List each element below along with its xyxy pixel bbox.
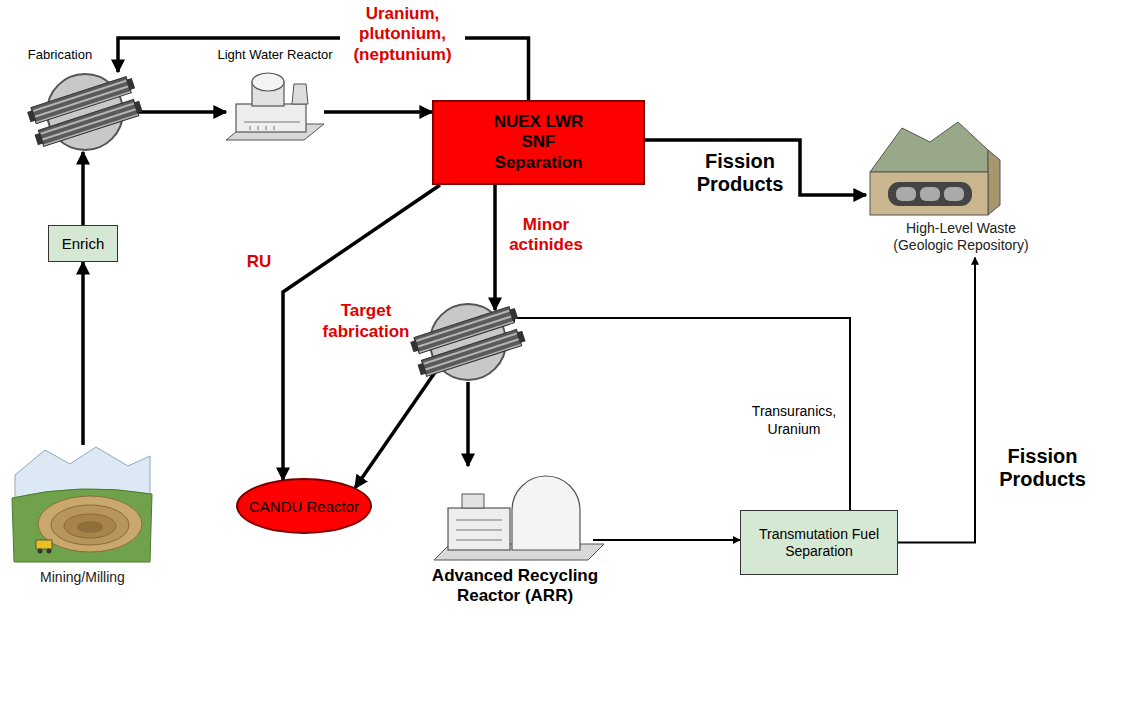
flow-arrow [355, 368, 438, 488]
flow-arrow [645, 140, 866, 195]
mine-icon [38, 496, 142, 552]
flow-arrow [508, 318, 850, 510]
reactor-icon [226, 73, 324, 140]
flow-arrow [283, 185, 440, 480]
repository-node: High-Level Waste (Geologic Repository) [866, 120, 1056, 258]
mine-icon [47, 549, 52, 554]
mine-icon [64, 514, 116, 538]
recycling-reactor-icon [456, 540, 502, 541]
recycling-reactor-icon [456, 530, 502, 531]
edge-label: Fission Products [690, 150, 790, 196]
mine-node: Mining/Milling [10, 445, 155, 585]
reactor-icon [258, 126, 259, 130]
repository-icon [920, 187, 940, 201]
fuel-assembly-end [509, 308, 518, 320]
reactor-icon [292, 84, 308, 104]
reactor-icon [236, 104, 306, 132]
recycling-reactor-node: Advanced Recycling Reactor (ARR) [425, 466, 605, 607]
reactor-icon [274, 126, 275, 130]
fuel-assembly-end [418, 363, 427, 375]
repository-icon [888, 182, 972, 206]
box-label: NUEX LWR SNF Separation [484, 112, 594, 173]
mine-icon [12, 447, 152, 562]
fuel-assembly [421, 329, 521, 376]
edge-label: Fission Products [985, 445, 1100, 491]
reactor-node: Light Water Reactor [226, 66, 324, 140]
edge-label: Transuranics, Uranium [744, 402, 844, 438]
icon-label: High-Level Waste (Geologic Repository) [884, 220, 1039, 254]
process-box: NUEX LWR SNF Separation [432, 100, 645, 185]
mine-icon [51, 505, 129, 545]
mine-icon [12, 489, 152, 562]
fuel-assembly-end [35, 133, 44, 145]
node-heading: Fabrication [20, 47, 100, 62]
edge-label: Minor actinides [503, 215, 589, 256]
repository-icon [870, 172, 988, 215]
flow-arrow [898, 258, 975, 543]
icon-label: Mining/Milling [10, 569, 155, 585]
reactor-icon [250, 126, 251, 130]
box-label: CANDU Reactor [249, 498, 359, 515]
flow-arrow [466, 382, 470, 466]
edge-label: RU [241, 252, 277, 272]
reactor-icon [244, 122, 300, 123]
reactor-icon [266, 126, 267, 130]
icon-label: Advanced Recycling Reactor (ARR) [428, 566, 603, 607]
flow-arrow [593, 539, 740, 541]
fuel-assembly [38, 99, 138, 146]
recycling-reactor-icon [434, 476, 604, 560]
fuel-assembly-end [126, 78, 135, 90]
flow-arrow [493, 185, 497, 310]
fuel-circle [45, 72, 125, 152]
flow-arrow [81, 152, 85, 225]
recycling-reactor-icon [456, 520, 502, 521]
node-heading: Light Water Reactor [210, 47, 340, 62]
fuel-assembly-end [516, 331, 525, 343]
fabrication-node: Fabrication [45, 72, 125, 152]
box-label: Enrich [62, 235, 105, 252]
flow-arrow [118, 38, 529, 100]
mine-icon [38, 549, 43, 554]
fuel-assembly-end [27, 110, 36, 122]
mine-icon [36, 540, 52, 549]
fuel-assembly-end [133, 101, 142, 113]
target-fabrication-node: Target fabrication [428, 302, 508, 382]
flow-arrow [324, 110, 432, 114]
fuel-assembly [409, 305, 526, 378]
repository-icon [944, 187, 964, 201]
recycling-reactor-icon [448, 508, 510, 550]
edge-label: Uranium, plutonium, (neptunium) [340, 4, 465, 65]
process-box: Enrich [48, 225, 118, 262]
flow-arrow [81, 262, 85, 445]
reactor-ellipse: CANDU Reactor [236, 478, 372, 534]
box-label: Transmutation Fuel Separation [749, 526, 889, 560]
fuel-circle [428, 302, 508, 382]
repository-icon [870, 122, 1000, 215]
node-heading: Target fabrication [318, 300, 414, 343]
mine-icon [77, 521, 103, 533]
fuel-assembly [26, 75, 143, 148]
process-box: Transmutation Fuel Separation [740, 510, 898, 575]
repository-icon [896, 187, 916, 201]
recycling-reactor-icon [512, 476, 580, 550]
recycling-reactor-icon [462, 494, 484, 508]
reactor-icon [252, 73, 284, 91]
repository-icon [870, 122, 988, 172]
repository-icon [988, 150, 1000, 215]
fuel-assembly-end [410, 340, 419, 352]
